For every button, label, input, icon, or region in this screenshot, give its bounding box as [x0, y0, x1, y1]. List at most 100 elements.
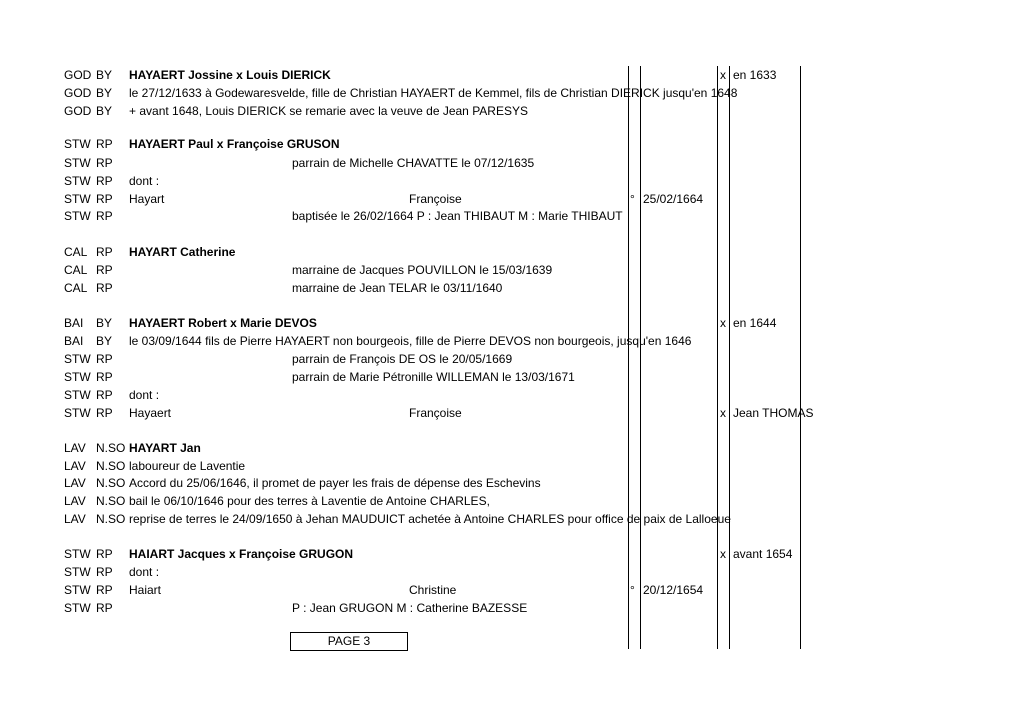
source-type: RP	[96, 547, 113, 561]
record-detail: parrain de Michelle CHAVATTE le 07/12/16…	[292, 156, 535, 170]
first-name: Françoise	[409, 192, 462, 206]
source-type: N.SO	[96, 494, 126, 508]
source-type: RP	[96, 174, 113, 188]
record-text: Hayart	[129, 192, 165, 206]
record-text: + avant 1648, Louis DIERICK se remarie a…	[129, 104, 528, 118]
record-detail: parrain de Marie Pétronille WILLEMAN le …	[292, 370, 575, 384]
column-rule	[729, 66, 730, 649]
source-type: N.SO	[96, 459, 126, 473]
source-type: RP	[96, 245, 113, 259]
birth-date: 25/02/1664	[643, 192, 704, 206]
source-type: RP	[96, 192, 113, 206]
parish-code: LAV	[64, 494, 86, 508]
parish-code: STW	[64, 352, 91, 366]
parish-code: STW	[64, 601, 91, 615]
record-text: le 27/12/1633 à Godewaresvelde, fille de…	[129, 86, 738, 100]
record-detail: parrain de François DE OS le 20/05/1669	[292, 352, 513, 366]
parish-code: CAL	[64, 263, 88, 277]
birth-date: 20/12/1654	[643, 583, 704, 597]
parish-code: STW	[64, 192, 91, 206]
source-type: N.SO	[96, 441, 126, 455]
column-rule	[717, 66, 718, 649]
source-type: RP	[96, 370, 113, 384]
source-type: RP	[96, 156, 113, 170]
marriage-mark: x	[720, 547, 726, 561]
parish-code: CAL	[64, 281, 88, 295]
source-type: RP	[96, 388, 113, 402]
record-text: HAYAERT Paul x Françoise GRUSON	[129, 137, 340, 151]
source-type: RP	[96, 583, 113, 597]
parish-code: STW	[64, 370, 91, 384]
source-type: N.SO	[96, 512, 126, 526]
parish-code: LAV	[64, 459, 86, 473]
parish-code: CAL	[64, 245, 88, 259]
record-detail: baptisée le 26/02/1664 P : Jean THIBAUT …	[292, 209, 623, 223]
first-name: Françoise	[409, 406, 462, 420]
record-row: CAL RP marraine de Jean TELAR le 03/11/164…	[0, 279, 1024, 297]
record-text: HAYAERT Robert x Marie DEVOS	[129, 316, 317, 330]
source-type: RP	[96, 565, 113, 579]
parish-code: STW	[64, 583, 91, 597]
source-type: RP	[96, 281, 113, 295]
column-rule	[628, 66, 629, 649]
source-type: RP	[96, 137, 113, 151]
marriage-info: en 1644	[733, 316, 777, 330]
page-number: PAGE 3	[327, 634, 371, 648]
record-row: STW RP parrain de Marie Pétronille WILLEMA…	[0, 368, 1024, 386]
parish-code: STW	[64, 406, 91, 420]
parish-code: BAI	[64, 316, 84, 330]
source-type: RP	[96, 406, 113, 420]
source-type: RP	[96, 352, 113, 366]
record-row: STW RP P : Jean GRUGON M : Catherine BAZES…	[0, 599, 1024, 617]
parish-code: STW	[64, 137, 91, 151]
source-type: BY	[96, 104, 113, 118]
parish-code: STW	[64, 565, 91, 579]
parish-code: LAV	[64, 512, 86, 526]
parish-code: BAI	[64, 334, 84, 348]
record-detail: marraine de Jacques POUVILLON le 15/03/1…	[292, 263, 553, 277]
page-number-box: PAGE 3	[290, 632, 408, 651]
record-detail: marraine de Jean TELAR le 03/11/1640	[292, 281, 503, 295]
record-detail: P : Jean GRUGON M : Catherine BAZESSE	[292, 601, 528, 615]
record-row: STW RP parrain de Michelle CHAVATTE le 07/…	[0, 154, 1024, 172]
marriage-mark: x	[720, 68, 726, 82]
record-row: CAL RP marraine de Jacques POUVILLON le 15…	[0, 261, 1024, 279]
birth-mark: °	[630, 583, 635, 597]
source-type: RP	[96, 263, 113, 277]
parish-code: STW	[64, 174, 91, 188]
record-text: HAIART Jacques x Françoise GRUGON	[129, 547, 354, 561]
first-name: Christine	[409, 583, 457, 597]
marriage-info: en 1633	[733, 68, 777, 82]
parish-code: STW	[64, 156, 91, 170]
record-text: dont :	[129, 174, 160, 188]
record-text: dont :	[129, 565, 160, 579]
parish-code: STW	[64, 547, 91, 561]
source-type: RP	[96, 601, 113, 615]
record-text: le 03/09/1644 fils de Pierre HAYAERT non…	[129, 334, 692, 348]
record-text: Haiart	[129, 583, 162, 597]
record-row: STW RP dont :	[0, 172, 1024, 190]
marriage-mark: x	[720, 406, 726, 420]
parish-code: GOD	[64, 86, 92, 100]
column-rule	[800, 66, 801, 649]
record-text: HAYART Catherine	[129, 245, 236, 259]
record-text: HAYAERT Jossine x Louis DIERICK	[129, 68, 331, 82]
record-text: bail le 06/10/1646 pour des terres à Lav…	[129, 494, 490, 508]
marriage-mark: x	[720, 316, 726, 330]
parish-code: STW	[64, 388, 91, 402]
